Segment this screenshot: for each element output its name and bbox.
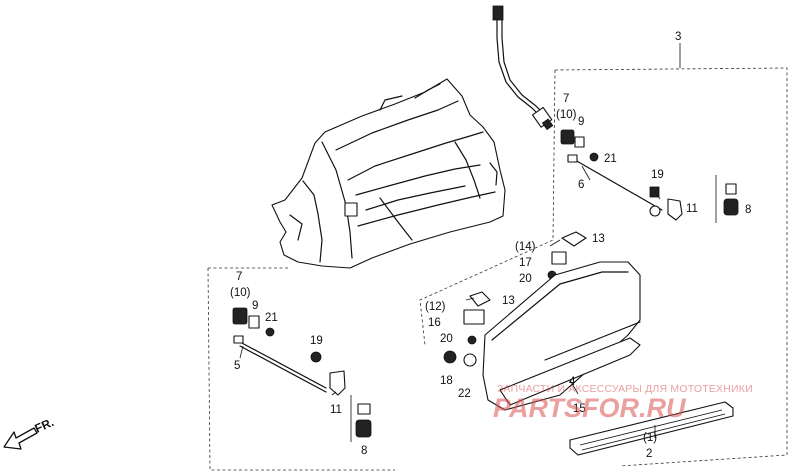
callout-22: 22 bbox=[458, 388, 471, 400]
callout-9-lower: 9 bbox=[252, 300, 258, 312]
leader-lines bbox=[239, 165, 661, 396]
front-direction-arrow: FR. bbox=[3, 415, 56, 450]
callout-19-lower: 19 bbox=[310, 335, 323, 347]
watermark-text: ЗАПЧАСТИ И АКСЕССУАРЫ ДЛЯ МОТОТЕХНИКИ bbox=[497, 383, 753, 395]
callout-1: (1) bbox=[643, 432, 657, 444]
callout-21-lower: 21 bbox=[265, 312, 278, 324]
callout-21-upper: 21 bbox=[604, 153, 617, 165]
callout-12: (12) bbox=[425, 301, 446, 313]
callout-19-upper: 19 bbox=[651, 169, 664, 181]
callout-11-upper: 11 bbox=[686, 203, 698, 215]
luggage-box bbox=[271, 78, 506, 269]
latch-cable bbox=[492, 5, 554, 131]
callout-9-upper: 9 bbox=[578, 116, 584, 128]
direction-label: FR. bbox=[33, 415, 56, 436]
callout-16: 16 bbox=[428, 317, 441, 329]
arrow-icon bbox=[3, 427, 38, 450]
callout-labels: 3 7 (10) 9 21 6 19 11 8 13 (14) 17 20 7 … bbox=[230, 31, 751, 460]
reflector-lens bbox=[569, 401, 734, 456]
callout-13-upper: 13 bbox=[592, 233, 605, 245]
callout-5: 5 bbox=[234, 360, 240, 372]
callout-7-upper: 7 bbox=[563, 93, 569, 105]
upper-right-parts bbox=[560, 129, 739, 223]
callout-4: 4 bbox=[569, 376, 576, 388]
callout-10-upper: (10) bbox=[556, 109, 577, 121]
callout-10-lower: (10) bbox=[230, 287, 251, 299]
callout-7-lower: 7 bbox=[236, 271, 242, 283]
watermark-logo: PARTSFOR.RU bbox=[493, 393, 687, 423]
callout-6: 6 bbox=[578, 179, 584, 191]
lower-left-parts bbox=[232, 307, 372, 442]
callout-11-lower: 11 bbox=[330, 404, 342, 416]
callout-8-upper: 8 bbox=[745, 204, 751, 216]
lid-cover bbox=[482, 261, 641, 411]
callout-18: 18 bbox=[440, 375, 453, 387]
callout-2: 2 bbox=[646, 448, 652, 460]
center-latch-parts bbox=[443, 231, 587, 367]
callout-13-lower: 13 bbox=[502, 295, 515, 307]
callout-14: (14) bbox=[515, 241, 536, 253]
callout-8-lower: 8 bbox=[361, 445, 367, 457]
callout-3: 3 bbox=[675, 31, 681, 43]
group-boundaries bbox=[207, 43, 788, 471]
callout-20-upper: 20 bbox=[519, 273, 532, 285]
callout-17: 17 bbox=[519, 257, 532, 269]
watermark: ЗАПЧАСТИ И АКСЕССУАРЫ ДЛЯ МОТОТЕХНИКИ PA… bbox=[493, 383, 753, 423]
callout-15: 15 bbox=[573, 403, 586, 415]
callout-20-lower: 20 bbox=[440, 333, 453, 345]
